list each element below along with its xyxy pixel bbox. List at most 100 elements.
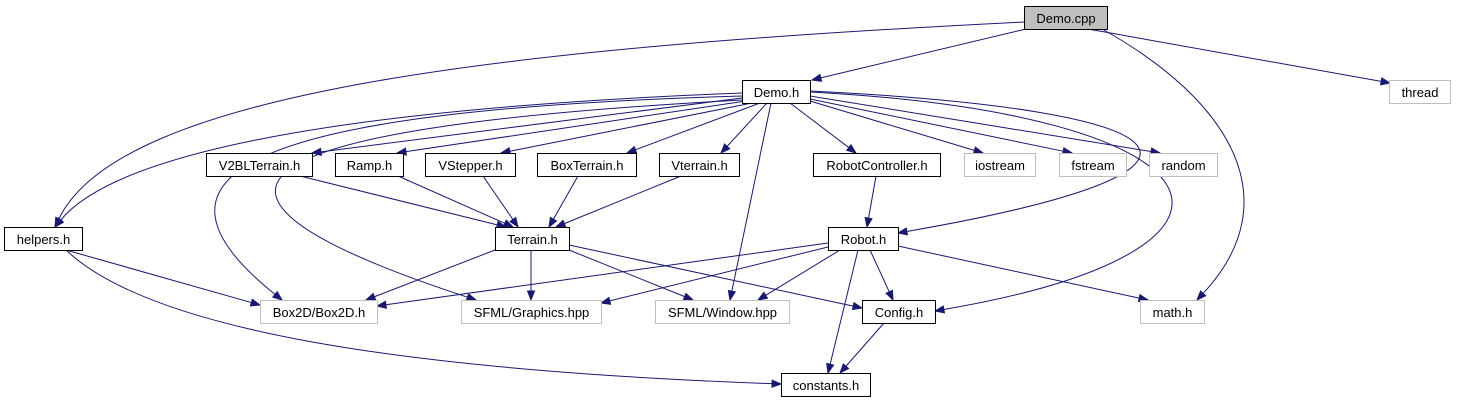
arrowhead-icon [756,291,769,301]
node-label: Demo.cpp [1036,11,1095,26]
edge-robot-to-sfml_graphics [599,246,829,305]
edge-line [635,102,761,151]
edge-demo_h-to-config [809,91,1173,314]
arrowhead-icon [502,219,515,228]
edge-line [897,245,1140,299]
node-terrain[interactable]: Terrain.h [495,227,570,251]
node-label: V2BLTerrain.h [219,158,300,173]
edge-line [553,175,579,220]
node-config[interactable]: Config.h [862,300,936,324]
edge-helpers-to-constants [65,249,783,388]
node-label: math.h [1153,305,1193,320]
node-box [659,153,740,177]
node-ramp[interactable]: Ramp.h [335,153,404,177]
edge-demo_h-to-vterrain [720,102,768,155]
arrowhead-icon [839,363,850,375]
node-label: BoxTerrain.h [551,158,624,173]
edge-demo_h-to-vstepper [499,102,753,156]
edge-line [482,175,514,220]
edge-demo_cpp-to-math [1101,28,1245,302]
node-label: iostream [975,158,1025,173]
arrowhead-icon [526,290,536,302]
edge-demo_cpp-to-demo_h [810,28,1027,82]
node-box [335,153,404,177]
node-robot[interactable]: Robot.h [828,227,899,251]
node-demo-cpp[interactable]: Demo.cpp [1024,6,1108,30]
node-label: VStepper.h [438,158,502,173]
node-label: Robot.h [841,232,887,247]
edge-demo_h-to-iostream [809,100,985,155]
arrowhead-icon [375,300,387,309]
edge-line [397,175,505,224]
edge-line [731,102,772,292]
node-robotcontroller[interactable]: RobotController.h [813,153,941,177]
arrowhead-icon [364,292,377,301]
edge-line [214,95,743,295]
edge-line [868,175,877,219]
node-box [206,153,313,177]
node-box [1389,80,1451,104]
node-vterrain[interactable]: Vterrain.h [659,153,740,177]
edge-terrain-to-sfml_graphics [526,250,536,302]
node-box [742,80,811,104]
edge-v2bl-to-terrain [299,175,508,229]
edge-robot-to-box2d [375,242,829,309]
node-label: random [1161,158,1205,173]
edge-demo_h-to-box2d [214,95,743,301]
node-box [461,300,602,324]
node-sfml-window[interactable]: SFML/Window.hpp [655,300,790,324]
edge-line [65,249,773,385]
edge-line [60,92,743,221]
node-constants[interactable]: constants.h [781,373,871,397]
node-box [495,227,570,251]
node-boxterrain[interactable]: BoxTerrain.h [537,153,637,177]
edge-line [809,90,1141,232]
edge-vstepper-to-terrain [482,175,519,229]
node-label: Demo.h [754,85,800,100]
edge-line [789,102,850,148]
edge-demo_h-to-sfml_window [727,102,772,302]
edge-line [65,249,252,304]
node-vstepper[interactable]: VStepper.h [425,153,516,177]
node-label: thread [1402,85,1439,100]
edge-line [299,175,498,226]
node-box [1059,153,1127,177]
node-label: SFML/Graphics.hpp [474,305,590,320]
node-random[interactable]: random [1149,153,1218,177]
node-box [537,153,637,177]
edge-line [1087,28,1382,82]
arrowhead-icon [548,216,558,229]
node-math[interactable]: math.h [1140,300,1205,324]
edge-demo_h-to-sfml_graphics [274,99,743,302]
edge-boxterrain-to-terrain [548,175,579,229]
node-iostream[interactable]: iostream [964,153,1036,177]
node-sfml-graphics[interactable]: SFML/Graphics.hpp [461,300,602,324]
arrowhead-icon [249,298,262,307]
node-demo-h[interactable]: Demo.h [742,80,811,104]
edge-line [809,100,975,151]
edge-line [564,175,682,225]
arrowhead-icon [845,143,858,154]
arrowhead-icon [826,362,835,375]
edge-line [568,249,685,298]
node-label: Box2D/Box2D.h [273,305,366,320]
node-label: fstream [1071,158,1114,173]
node-label: constants.h [793,378,860,393]
edge-line [374,249,496,298]
node-box [964,153,1036,177]
node-v2bl[interactable]: V2BLTerrain.h [206,153,313,177]
node-fstream[interactable]: fstream [1059,153,1127,177]
edge-robotcontroller-to-robot [864,175,877,229]
arrowhead-icon [771,379,783,388]
node-box2d[interactable]: Box2D/Box2D.h [260,300,378,324]
node-label: Terrain.h [507,232,558,247]
edge-line [609,246,829,302]
edge-line [809,91,1173,310]
arrowhead-icon [885,289,894,302]
node-thread[interactable]: thread [1389,80,1451,104]
edge-demo_h-to-robot [809,90,1141,236]
node-helpers[interactable]: helpers.h [4,227,83,251]
edges-layer [54,21,1392,388]
node-label: helpers.h [17,232,70,247]
